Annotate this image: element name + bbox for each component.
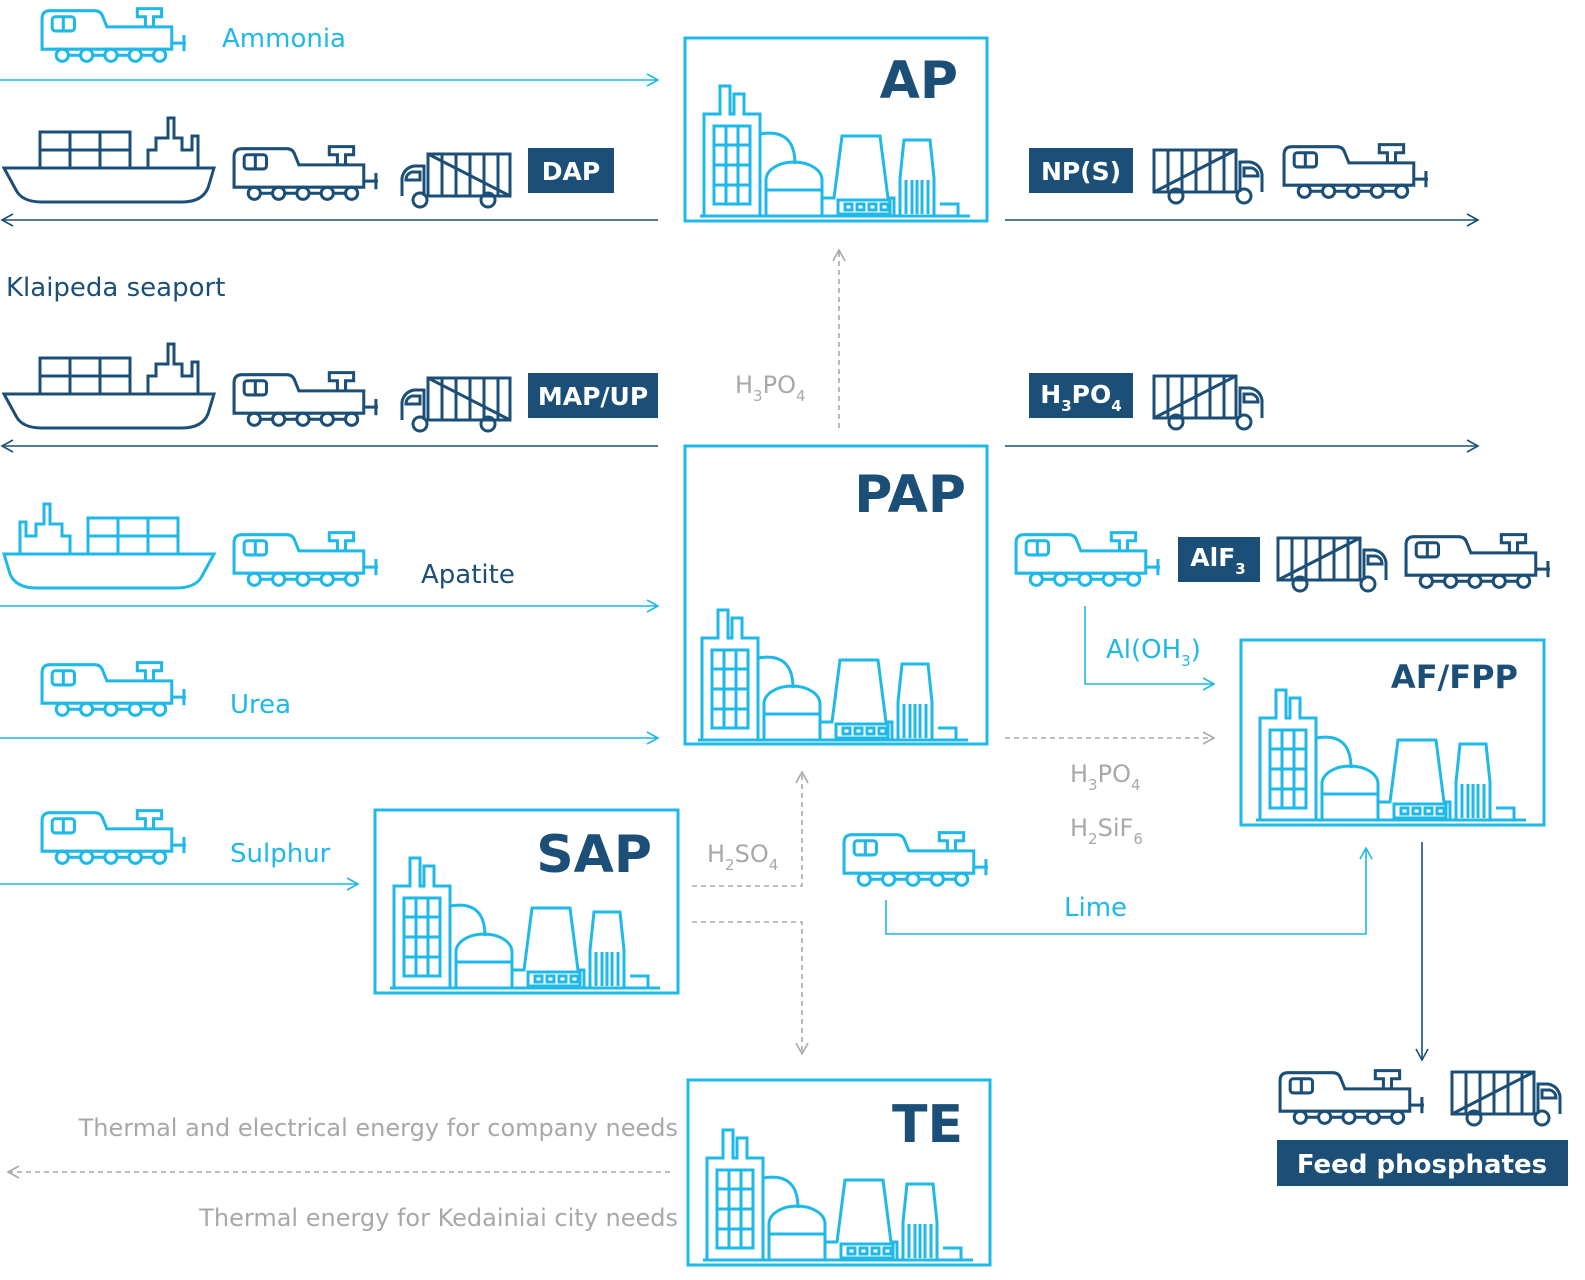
sulphur-flow: Sulphur [0, 809, 360, 891]
locomotive-icon [1014, 531, 1162, 587]
h2so4-label: H2SO4 [707, 840, 778, 874]
truck-icon [1276, 536, 1388, 593]
h2so4-up-arrow [692, 770, 809, 887]
dap-label: DAP [542, 157, 600, 186]
feed-phosphates-badge [1277, 1140, 1568, 1186]
plant-pap: PAP [683, 444, 989, 746]
factory-icon [1256, 688, 1526, 822]
ammonia-label: Ammonia [222, 24, 346, 54]
ship-icon [2, 502, 216, 590]
urea-flow: Urea [0, 661, 660, 745]
locomotive-icon [40, 7, 188, 63]
locomotive-icon [1404, 533, 1552, 589]
h3po4-badge [1029, 373, 1133, 418]
h3po4-pap-to-ap: H3PO4 [735, 248, 846, 428]
h2so4-flow: H2SO4 [692, 770, 809, 1056]
truck-icon [400, 376, 512, 433]
ship-icon [2, 116, 216, 204]
plant-sap-label: SAP [536, 825, 652, 885]
feed-phosphates-export: Feed phosphates [1277, 842, 1568, 1186]
map-up-export: MAP/UP [0, 342, 658, 453]
dap-badge [528, 148, 614, 193]
nps-badge [1029, 148, 1133, 193]
nps-label: NP(S) [1041, 157, 1121, 186]
locomotive-icon [1282, 143, 1430, 199]
dap-export: DAP [0, 116, 658, 227]
h2so4-down-arrow [692, 921, 809, 1056]
energy-city-label: Thermal energy for Kedainiai city needs [198, 1204, 678, 1232]
apatite-label: Apatite [421, 560, 515, 590]
h3po4-export: H3PO4 [1005, 373, 1480, 453]
locomotive-icon [1278, 1069, 1426, 1125]
truck-icon [1152, 374, 1264, 431]
truck-icon [400, 152, 512, 209]
truck-icon [1450, 1070, 1562, 1127]
h2sif6-label: H2SiF6 [1070, 814, 1143, 848]
h3po4-badge-label: H3PO4 [1040, 380, 1121, 415]
truck-icon [1152, 148, 1264, 205]
locomotive-icon [842, 831, 990, 887]
locomotive-icon [40, 661, 188, 717]
aloh3-arrow [1084, 606, 1216, 691]
map-up-badge [528, 373, 658, 418]
lime-arrow [885, 846, 1373, 935]
alf3-export: AlF3 [1014, 531, 1552, 593]
alf3-label: AlF3 [1190, 543, 1245, 578]
plant-sap: SAP [373, 808, 680, 995]
feed-phosphates-label: Feed phosphates [1297, 1150, 1547, 1180]
locomotive-icon [40, 809, 188, 865]
urea-label: Urea [230, 690, 291, 720]
aloh3-flow: Al(OH3) [1084, 606, 1216, 691]
locomotive-icon [232, 371, 380, 427]
alf3-badge [1178, 537, 1260, 582]
plant-ap: AP [683, 36, 989, 223]
locomotive-icon [232, 531, 380, 587]
factory-icon [698, 608, 968, 742]
plant-ap-label: AP [880, 51, 958, 111]
plant-afpp: AF/FPP [1239, 638, 1546, 827]
energy-company-label: Thermal and electrical energy for compan… [78, 1114, 678, 1142]
seaport-label: Klaipeda seaport [6, 273, 225, 303]
plant-te: TE [686, 1078, 992, 1267]
h3po4-flow-label: H3PO4 [735, 371, 806, 405]
plant-te-label: TE [892, 1095, 963, 1155]
plant-afpp-label: AF/FPP [1391, 658, 1518, 696]
locomotive-icon [232, 145, 380, 201]
pap-to-afpp: H3PO4 H2SiF6 [1005, 731, 1216, 848]
aloh3-label: Al(OH3) [1106, 635, 1201, 670]
plant-pap-label: PAP [854, 465, 966, 525]
energy-flow: Thermal and electrical energy for compan… [6, 1114, 678, 1232]
h3po4-afpp-label: H3PO4 [1070, 760, 1141, 794]
sulphur-label: Sulphur [230, 839, 331, 869]
lime-label: Lime [1064, 893, 1127, 923]
nps-export: NP(S) [1005, 143, 1480, 227]
map-up-label: MAP/UP [538, 382, 648, 411]
lime-flow: Lime [842, 831, 1373, 935]
ship-icon [2, 342, 216, 430]
apatite-flow: Apatite [0, 502, 660, 613]
ammonia-flow: Ammonia [0, 7, 660, 87]
